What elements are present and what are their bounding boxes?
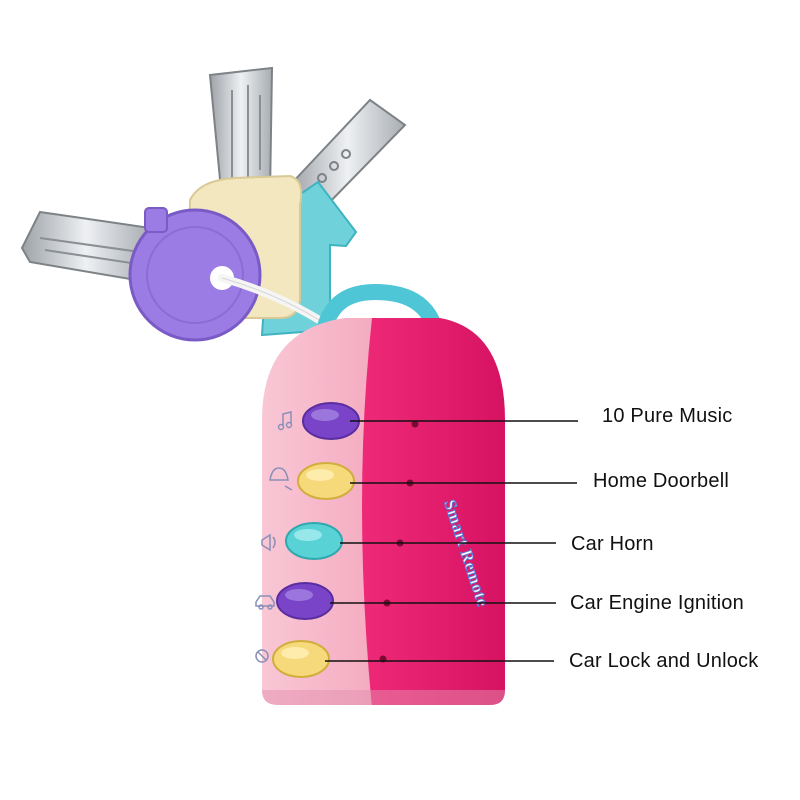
doorbell-button[interactable]	[297, 462, 355, 500]
key-heads	[128, 174, 358, 342]
ignition-button[interactable]	[276, 582, 334, 620]
horn-icon	[261, 533, 276, 552]
horn-button[interactable]	[285, 522, 343, 560]
callout-lines	[325, 420, 578, 662]
callout-music: 10 Pure Music	[602, 405, 733, 427]
callout-ignition: Car Engine Ignition	[570, 592, 744, 614]
lock-button[interactable]	[272, 640, 330, 678]
purple-key-head	[128, 208, 262, 342]
bell-icon	[269, 467, 293, 491]
music-note-icon	[277, 411, 293, 431]
callout-horn: Car Horn	[571, 533, 654, 555]
lock-icon	[255, 649, 269, 663]
car-icon	[255, 595, 275, 610]
key-left	[20, 210, 152, 284]
side-icons	[255, 411, 293, 663]
callout-lock: Car Lock and Unlock	[569, 650, 759, 672]
callout-doorbell: Home Doorbell	[593, 470, 729, 492]
remote-body	[262, 318, 505, 705]
led-dot	[411, 420, 419, 428]
remote-buttons	[272, 402, 360, 678]
